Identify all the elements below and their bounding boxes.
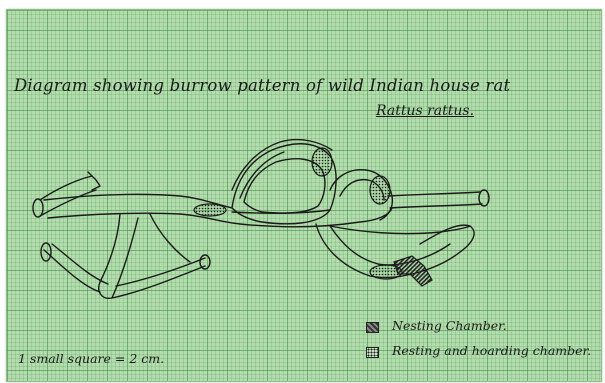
resting-chamber-top <box>312 148 332 176</box>
nesting-chamber <box>394 256 432 286</box>
entrance-lower-middle <box>200 255 210 269</box>
diagram-subtitle-species: Rattus rattus. <box>376 103 474 119</box>
legend-swatch-nesting <box>366 322 379 333</box>
legend-label-nesting: Nesting Chamber. <box>392 318 507 333</box>
legend-label-resting: Resting and hoarding chamber. <box>392 343 591 358</box>
resting-chamber-left <box>194 204 226 216</box>
scale-note: 1 small square = 2 cm. <box>18 351 164 366</box>
diagram-title: Diagram showing burrow pattern of wild I… <box>14 76 510 95</box>
entrance-right <box>479 190 489 206</box>
resting-chamber-right <box>370 176 390 204</box>
entrance-left-upper <box>33 199 43 217</box>
tunnel-right <box>388 192 482 208</box>
legend-swatch-resting <box>366 347 379 358</box>
